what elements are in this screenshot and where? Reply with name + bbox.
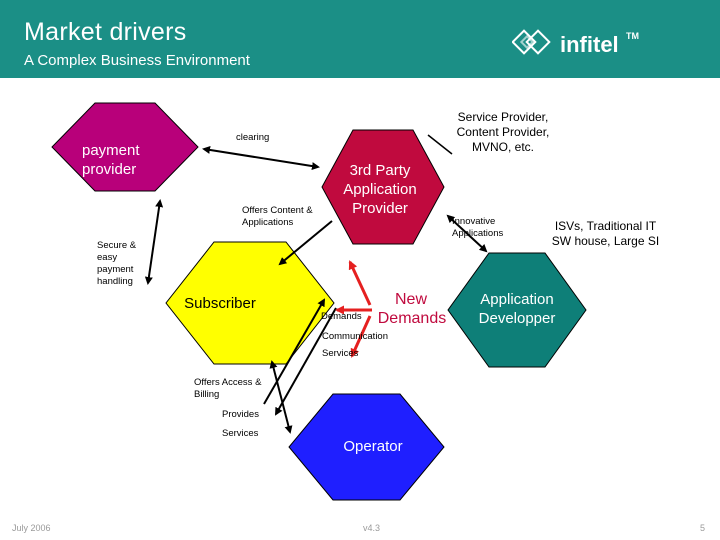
clearing-arrow [202, 145, 320, 171]
clearing-label: clearing [236, 132, 270, 143]
footer-date: July 2006 [12, 523, 51, 533]
app-developer-label: Application Developper [478, 291, 556, 327]
new-demands-label-line1: New [394, 291, 427, 308]
subscriber-label: Subscriber [184, 295, 256, 312]
footer-version: v4.3 [363, 523, 381, 533]
app-developer-hexagon [447, 252, 587, 368]
operator-hexagon [288, 393, 445, 501]
page-subtitle: A Complex Business Environment [24, 52, 250, 69]
provides-services-arrow [269, 360, 293, 434]
offers-content-label: Offers Content & Applications [242, 205, 313, 228]
provides-label: Provides [222, 409, 259, 420]
logo-text: infitel [560, 32, 619, 57]
service-provider-label: Service Provider, Content Provider, MVNO… [456, 110, 550, 154]
header-bar [0, 0, 720, 78]
payment-provider-label: payment provider [82, 142, 140, 178]
third-party-provider-hexagon [321, 129, 445, 245]
service-provider-arrow [427, 134, 453, 155]
isvs-label: ISVs, Traditional IT SW house, Large SI [551, 219, 660, 248]
operator-label: Operator [343, 438, 403, 455]
services-label: Services [322, 348, 359, 359]
innovative-apps-arrow [446, 214, 488, 253]
innovative-apps-label: Innovative Applications [452, 216, 504, 239]
payment-provider-hexagon [51, 102, 199, 192]
new-demands-arrow-down [350, 315, 372, 358]
offers-content-arrow [278, 220, 333, 266]
logo-trademark: TM [626, 31, 639, 41]
secure-payment-label: Secure & easy payment handling [97, 240, 137, 287]
demands-label: Demands [321, 311, 362, 322]
infitel-logo-icon [512, 29, 551, 55]
new-demands-arrow-up [348, 260, 372, 306]
services2-label: Services [222, 428, 259, 439]
page-title: Market drivers [24, 18, 187, 46]
offers-access-label: Offers Access & Billing [194, 377, 262, 400]
secure-payment-arrow [144, 199, 164, 285]
footer-page-number: 5 [700, 523, 706, 533]
communication-label: Communication [322, 331, 388, 342]
third-party-provider-label: 3rd Party Application Provider [343, 162, 417, 217]
new-demands-label-line2: Demands [377, 310, 447, 327]
